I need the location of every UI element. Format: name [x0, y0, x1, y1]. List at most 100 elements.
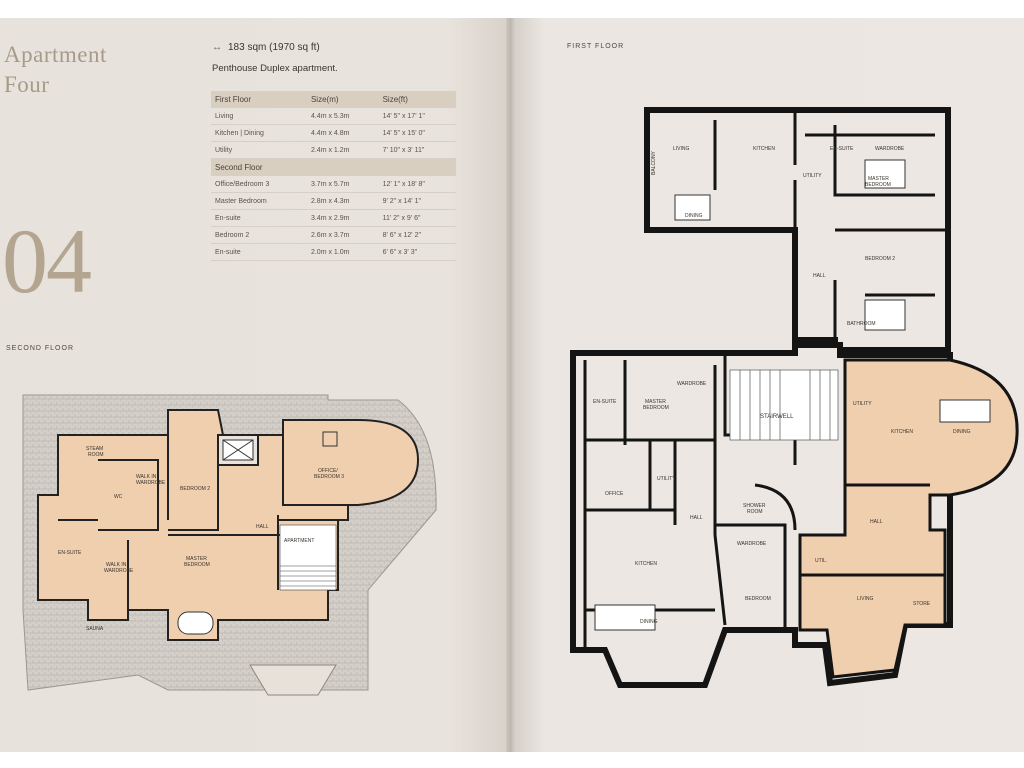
stairwell-steps-icon [729, 369, 839, 441]
ff-label-utility-d: UTIL. [815, 558, 827, 564]
ff-label-stairwell: STAIRWELL [760, 414, 794, 420]
label-wc: WC [114, 494, 123, 500]
ff-label-ensuite: EN-SUITE [830, 146, 854, 152]
cell-m: 4.4m x 5.3m [306, 107, 379, 125]
label-apartment: APARTMENT [284, 538, 314, 544]
cell-m: 3.4m x 2.9m [306, 209, 379, 227]
ff-label-wardrobe-c: WARDROBE [737, 541, 767, 547]
ff-label-kitchen-c: KITCHEN [891, 429, 913, 435]
ff-label-kitchen-b: KITCHEN [635, 561, 657, 567]
apartment-title-line2: Four [4, 72, 50, 97]
apartment-number: 04 [2, 210, 92, 312]
window-icon [322, 431, 338, 447]
ff-label-wardrobe-b: WARDROBE [677, 381, 707, 387]
ff-label-dining: DINING [685, 213, 703, 219]
apartment-subtitle: Penthouse Duplex apartment. [212, 63, 338, 74]
ff-label-hall-b: HALL [690, 515, 703, 521]
cell-ft: 12' 1" x 18' 8" [378, 175, 456, 193]
dining-table-icon [674, 194, 711, 221]
section-heading: First Floor [211, 91, 307, 108]
cell-ft: 9' 2" x 14' 1" [378, 192, 456, 210]
ff-label-bathroom: BATHROOM [847, 321, 876, 327]
stairs-icon [279, 524, 337, 591]
ff-label-living: LIVING [673, 146, 690, 152]
top-bar [0, 0, 1024, 18]
cell-room: Kitchen | Dining [211, 124, 307, 142]
cell-m: 2.8m x 4.3m [306, 192, 379, 210]
ff-label-utility: UTILITY [803, 173, 822, 179]
col-size-m: Size(m) [306, 91, 379, 108]
ff-label-office: OFFICE [605, 491, 624, 497]
cell-room: En-suite [211, 243, 307, 261]
ff-label-dining-c: DINING [953, 429, 971, 435]
cell-ft: 14' 5" x 17' 1" [378, 107, 456, 125]
cell-m: 4.4m x 4.8m [306, 124, 379, 142]
ff-label-living-c: LIVING [857, 596, 874, 602]
ff-label-dining-b: DINING [640, 619, 658, 625]
ff-label-ensuite-b: EN-SUITE [593, 399, 617, 405]
master-bed-icon [864, 159, 906, 189]
bathtub-icon [177, 611, 214, 635]
cell-m: 3.7m x 5.7m [306, 175, 379, 193]
cell-room: En-suite [211, 209, 307, 227]
cell-room: Bedroom 2 [211, 226, 307, 244]
ff-label-bedroom-b: BEDROOM [745, 596, 771, 602]
bottom-bar [0, 752, 1024, 768]
area-line: ↔ 183 sqm (1970 sq ft) [212, 42, 320, 53]
ff-label-hall-c: HALL [870, 519, 883, 525]
ff-label-utility-b: UTILITY [657, 476, 676, 482]
cell-room: Living [211, 107, 307, 125]
ff-label-bedroom2: BEDROOM 2 [865, 256, 895, 262]
section-heading: Second Floor [211, 158, 456, 176]
first-floor-label: FIRST FLOOR [567, 43, 625, 50]
dining-table-right-icon [939, 399, 991, 423]
upper-walls [713, 110, 945, 345]
label-hall: HALL [256, 524, 269, 530]
kitchen-island-icon [594, 604, 656, 631]
cell-ft: 7' 10" x 3' 11" [378, 141, 456, 159]
label-sauna: SAUNA [86, 626, 104, 632]
cell-room: Master Bedroom [211, 192, 307, 210]
cell-ft: 8' 6" x 12' 2" [378, 226, 456, 244]
cell-room: Office/Bedroom 3 [211, 175, 307, 193]
cell-m: 2.0m x 1.0m [306, 243, 379, 261]
page-gutter [506, 18, 515, 752]
apartment-title-line1: Apartment [4, 42, 107, 67]
second-floor-label: SECOND FLOOR [6, 345, 75, 352]
area-value: 183 sqm (1970 sq ft) [228, 42, 320, 53]
label-bedroom2: BEDROOM 2 [180, 486, 210, 492]
cell-m: 2.6m x 3.7m [306, 226, 379, 244]
cell-ft: 6' 6" x 3' 3" [378, 243, 456, 261]
table-section-header: Second Floor [211, 158, 456, 176]
ff-label-hall: HALL [813, 273, 826, 279]
ff-label-balcony: BALCONY [651, 150, 657, 175]
bay-window [249, 664, 337, 696]
first-floor-plan: BALCONY LIVING KITCHEN DINING EN-SUITE W… [570, 107, 1019, 688]
cell-room: Utility [211, 141, 307, 159]
bed-icon [864, 299, 906, 331]
cell-ft: 14' 5" x 15' 0" [378, 124, 456, 142]
col-size-ft: Size(ft) [378, 91, 456, 108]
cell-m: 2.4m x 1.2m [306, 141, 379, 159]
cell-ft: 11' 2" x 9' 6" [378, 209, 456, 227]
area-arrows-icon: ↔ [212, 42, 222, 53]
first-floor-apartment-four [798, 358, 1019, 679]
ff-label-store: STORE [913, 601, 931, 607]
